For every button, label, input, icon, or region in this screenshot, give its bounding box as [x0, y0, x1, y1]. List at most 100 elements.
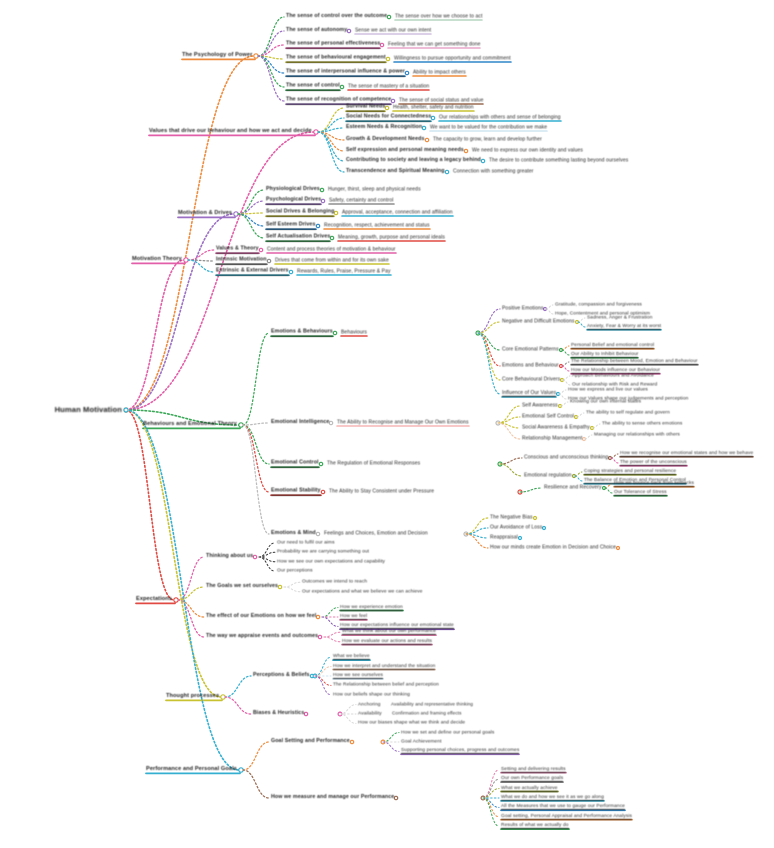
- child-tail[interactable]: The sense over how we choose to act: [395, 14, 482, 20]
- leaf-node[interactable]: Knowing our own internal states: [570, 399, 641, 404]
- grandchild-node[interactable]: Self Awareness: [522, 403, 558, 409]
- child-tail[interactable]: Feeling that we can get something done: [388, 42, 480, 48]
- child-node[interactable]: How we measure and manage our Performanc…: [271, 795, 394, 801]
- child-node[interactable]: Emotions & Behaviours: [271, 329, 333, 337]
- child-node[interactable]: Perceptions & Beliefs: [253, 673, 310, 679]
- leaf-node[interactable]: The ability to sense others emotions: [602, 421, 682, 426]
- child-node[interactable]: Psychological Drives: [266, 197, 322, 205]
- leaf-node[interactable]: How we feel: [340, 614, 368, 621]
- child-tail[interactable]: We need to express our own identity and …: [472, 148, 583, 154]
- leaf-node[interactable]: Gratitude, compassion and forgiveness: [555, 302, 642, 307]
- child-node[interactable]: Thinking about us: [206, 554, 253, 560]
- leaf-node[interactable]: Our need to fulfil our aims: [277, 540, 335, 545]
- leaf-node[interactable]: Availability: [358, 711, 382, 716]
- child-tail[interactable]: Safety, certainty and control: [329, 198, 394, 204]
- child-node[interactable]: The way we appraise events and outcomes: [206, 634, 318, 640]
- child-node[interactable]: The sense of autonomy: [286, 28, 347, 34]
- grandchild-node[interactable]: Conscious and unconscious thinking: [524, 455, 608, 461]
- child-node[interactable]: Biases & Heuristics: [253, 711, 304, 717]
- leaf-node[interactable]: Goal Achievement: [401, 739, 442, 744]
- leaf-node[interactable]: How we see ourselves: [333, 673, 383, 680]
- branch-label[interactable]: The Psychology of Power: [182, 52, 252, 59]
- child-node[interactable]: Contributing to society and leaving a le…: [346, 158, 481, 164]
- child-tail[interactable]: Behaviours: [341, 330, 367, 336]
- leaf-node[interactable]: What we think about our own performance: [342, 629, 437, 636]
- branch-label[interactable]: Motivation & Drives: [178, 210, 232, 217]
- leaf-node[interactable]: What we believe: [333, 654, 370, 661]
- grandchild-node[interactable]: Core Behavioural Drivers: [502, 377, 560, 383]
- leaf-node[interactable]: How we see our own expectations and capa…: [277, 559, 385, 564]
- child-tail[interactable]: Our relationships with others and sense …: [439, 115, 561, 121]
- leaf-node[interactable]: How we evaluate our actions and results: [342, 639, 433, 645]
- grandchild-node[interactable]: Resilience and Recovery: [544, 485, 602, 491]
- child-node[interactable]: Esteem Needs & Recognition: [346, 125, 422, 131]
- grandchild-node[interactable]: Emotions and Behaviour: [502, 363, 559, 369]
- grandchild-node[interactable]: The Negative Bias: [490, 515, 533, 521]
- leaf-node[interactable]: Outcomes we intend to reach: [302, 580, 367, 585]
- child-tail[interactable]: The Ability to Recognise and Manage Our …: [337, 420, 469, 426]
- leaf-node[interactable]: How we experience emotion: [340, 605, 403, 611]
- leaf-node[interactable]: What we do and how we see it as we go al…: [501, 795, 604, 802]
- child-node[interactable]: Emotional Intelligence: [271, 420, 329, 426]
- leaf-node[interactable]: How we bounce back from setbacks: [614, 481, 694, 488]
- leaf-node[interactable]: Probability we are carrying something ou…: [277, 550, 369, 555]
- child-node[interactable]: Physiological Drives: [266, 187, 320, 193]
- leaf-node[interactable]: Our own Performance goals: [501, 776, 564, 783]
- leaf-node[interactable]: The Relationship between belief and perc…: [333, 683, 439, 688]
- branch-label[interactable]: Expectations: [136, 596, 172, 603]
- leaf-node[interactable]: Our expectations and what we believe we …: [302, 589, 423, 594]
- child-node[interactable]: Emotional Stability: [271, 488, 321, 496]
- child-tail[interactable]: Rewards, Rules, Praise, Pressure & Pay: [297, 269, 391, 275]
- grandchild-node[interactable]: Positive Emotions: [502, 306, 543, 312]
- child-node[interactable]: Emotions & Mind: [271, 531, 316, 537]
- leaf-node[interactable]: Anchoring: [358, 702, 381, 707]
- child-node[interactable]: The sense of interpersonal influence & p…: [286, 69, 405, 77]
- child-tail[interactable]: The Ability to Stay Consistent under Pre…: [329, 489, 434, 495]
- child-node[interactable]: The effect of our Emotions on how we fee…: [206, 614, 316, 620]
- branch-label[interactable]: Performance and Personal Goals: [146, 766, 237, 773]
- branch-label[interactable]: Behaviours and Emotional Theory: [143, 421, 237, 428]
- leaf-node[interactable]: How we recognise our emotional states an…: [620, 451, 754, 458]
- leaf-node[interactable]: What we actually achieve: [501, 786, 558, 792]
- leaf-node[interactable]: The power of the unconscious: [620, 460, 687, 467]
- child-node[interactable]: Social Needs for Connectedness: [346, 114, 432, 122]
- grandchild-node[interactable]: Emotional Self Control: [522, 414, 574, 420]
- child-node[interactable]: Goal Setting and Performance: [271, 739, 350, 745]
- leaf-tail[interactable]: Availability and representative thinking: [391, 701, 473, 707]
- child-node[interactable]: The sense of recognition of competence: [286, 97, 392, 105]
- leaf-node[interactable]: Personal Belief and emotional control: [571, 343, 655, 350]
- child-node[interactable]: Intrinsic Motivation: [216, 257, 267, 265]
- leaf-node[interactable]: Supporting personal choices, progress an…: [401, 748, 520, 755]
- child-tail[interactable]: Meaning, growth, purpose and personal id…: [338, 235, 445, 241]
- grandchild-node[interactable]: Our Avoidance of Loss: [490, 525, 542, 531]
- child-node[interactable]: Extrinsic & External Drivers: [216, 268, 289, 276]
- child-tail[interactable]: The Regulation of Emotional Responses: [327, 461, 420, 467]
- grandchild-node[interactable]: Reappraisal: [490, 535, 518, 541]
- leaf-node[interactable]: How our Moods influence our Behaviour: [571, 368, 661, 375]
- branch-label[interactable]: Motivation Theory: [132, 256, 182, 263]
- child-tail[interactable]: Content and process theories of motivati…: [267, 247, 396, 253]
- child-node[interactable]: Survival Needs: [346, 104, 386, 112]
- child-tail[interactable]: Drives that come from within and for its…: [275, 258, 389, 264]
- leaf-node[interactable]: Coping strategies and personal resilienc…: [584, 469, 677, 476]
- child-tail[interactable]: The capacity to grow, learn and develop …: [433, 137, 542, 143]
- grandchild-node[interactable]: Influence of Our Values: [502, 390, 557, 398]
- child-tail[interactable]: Hunger, thirst, sleep and physical needs: [328, 187, 421, 193]
- child-node[interactable]: Self Esteem Drives: [266, 222, 316, 230]
- leaf-node[interactable]: The Balance of Emotion and Personal Cont…: [584, 478, 686, 485]
- grandchild-node[interactable]: Negative and Difficult Emotions: [502, 319, 575, 325]
- child-node[interactable]: Emotional Control: [271, 460, 319, 468]
- child-node[interactable]: Social Drives & Belonging: [266, 209, 335, 217]
- child-tail[interactable]: Feelings and Choices, Emotion and Decisi…: [324, 531, 428, 537]
- child-tail[interactable]: Health, shelter, safety and nutrition: [393, 105, 474, 111]
- leaf-node[interactable]: Results of what we actually do: [501, 823, 569, 830]
- child-tail[interactable]: Approval, acceptance, connection and aff…: [342, 210, 453, 216]
- leaf-node[interactable]: The ability to self regulate and govern: [586, 410, 670, 415]
- leaf-node[interactable]: How we interpret and understand the situ…: [333, 664, 436, 670]
- child-node[interactable]: Self expression and personal meaning nee…: [346, 148, 464, 154]
- child-node[interactable]: The Goals we set ourselves: [206, 584, 278, 590]
- child-node[interactable]: The sense of control over the outcome: [286, 14, 387, 20]
- leaf-node[interactable]: Managing our relationships with others: [594, 432, 680, 437]
- child-node[interactable]: The sense of personal effectiveness: [286, 41, 381, 49]
- leaf-node[interactable]: How we express and live our values: [568, 387, 648, 392]
